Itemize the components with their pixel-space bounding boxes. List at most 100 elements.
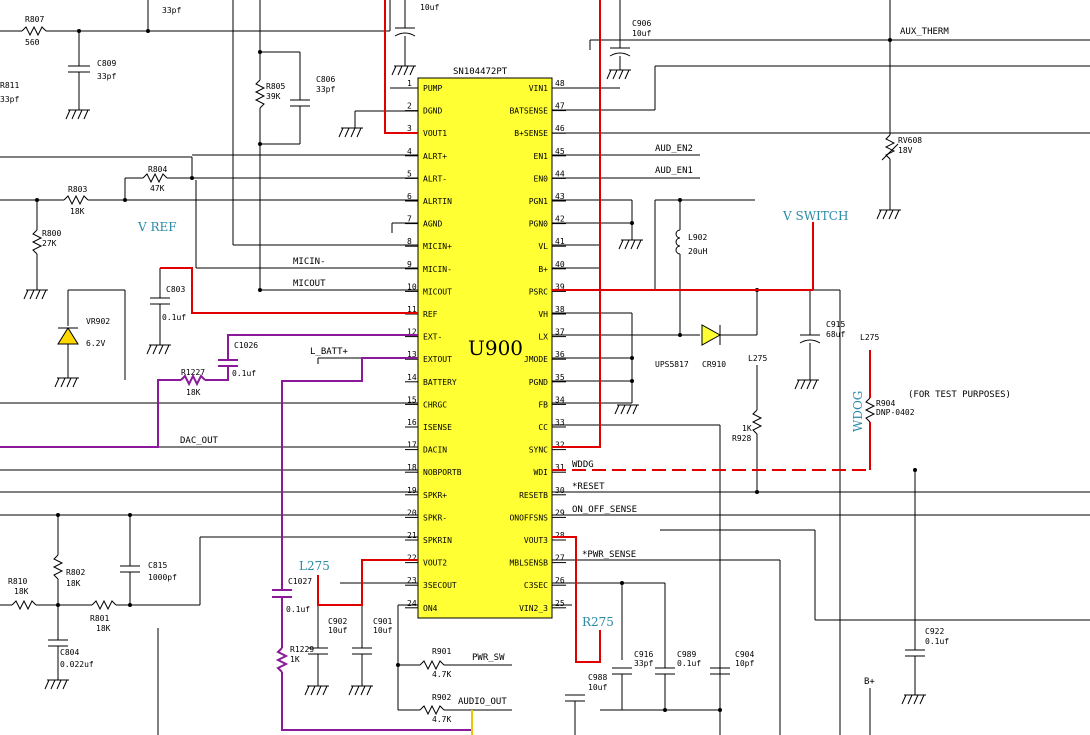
svg-text:RV608: RV608 [898, 136, 922, 145]
pin-name: SPKR- [423, 513, 447, 522]
pin-name: 3SECOUT [423, 581, 457, 590]
svg-text:4.7K: 4.7K [432, 715, 451, 724]
pin-name: BATTERY [423, 378, 457, 387]
svg-text:R807: R807 [25, 15, 44, 24]
svg-text:V REF: V REF [137, 220, 177, 234]
svg-text:PWR_SW: PWR_SW [472, 653, 505, 663]
svg-text:4.7K: 4.7K [432, 670, 451, 679]
svg-text:MICOUT: MICOUT [293, 279, 326, 289]
pin-name: VOUT1 [423, 129, 447, 138]
svg-text:WDDG: WDDG [572, 460, 594, 470]
pin-name: RESETB [519, 491, 548, 500]
svg-text:10uf: 10uf [328, 626, 347, 635]
pin-number: 14 [407, 373, 417, 382]
svg-text:AUDIO_OUT: AUDIO_OUT [458, 697, 507, 707]
pin-number: 38 [555, 305, 565, 314]
pin-name: MICIN- [423, 265, 452, 274]
pin-name: VIN2_3 [519, 604, 548, 613]
pin-number: 9 [407, 260, 412, 269]
svg-text:*PWR_SENSE: *PWR_SENSE [582, 550, 636, 560]
pin-name: NOBPORTB [423, 468, 462, 477]
pin-number: 13 [407, 350, 417, 359]
pin-name: B+ [538, 265, 548, 274]
pin-number: 27 [555, 554, 565, 563]
pin-name: PGN1 [529, 197, 548, 206]
svg-text:R811: R811 [0, 81, 19, 90]
red-traces [160, 0, 871, 663]
pin-name: DACIN [423, 446, 447, 455]
svg-text:R275: R275 [582, 615, 614, 629]
svg-text:C916: C916 [634, 650, 653, 659]
pin-name: B+SENSE [514, 129, 548, 138]
svg-text:R800: R800 [42, 229, 61, 238]
pin-number: 16 [407, 418, 417, 427]
svg-text:18V: 18V [898, 146, 913, 155]
svg-text:0.022uf: 0.022uf [60, 660, 94, 669]
pin-name: EN0 [534, 174, 549, 183]
svg-text:B+: B+ [864, 677, 875, 687]
pin-name: VL [538, 242, 548, 251]
pin-name: ISENSE [423, 423, 452, 432]
pin-number: 20 [407, 508, 417, 517]
pin-number: 46 [555, 124, 565, 133]
pin-name: PSRC [529, 287, 548, 296]
pin-name: PGND [529, 378, 548, 387]
pin-number: 43 [555, 192, 565, 201]
svg-text:L275: L275 [748, 354, 767, 363]
pin-name: EXT- [423, 333, 442, 342]
svg-text:AUD_EN1: AUD_EN1 [655, 166, 693, 176]
svg-text:10uf: 10uf [373, 626, 392, 635]
pin-number: 31 [555, 463, 565, 472]
ic-u900-body [417, 77, 553, 619]
svg-text:R801: R801 [90, 614, 109, 623]
svg-text:56Θ: 56Θ [25, 38, 40, 47]
svg-text:0.1uf: 0.1uf [162, 313, 186, 322]
pin-number: 23 [407, 576, 417, 585]
pin-name: CHRGC [423, 400, 447, 409]
pin-number: 15 [407, 395, 417, 404]
pin-name: SYNC [529, 446, 548, 455]
svg-text:C902: C902 [328, 617, 347, 626]
ic-reference: U900 [468, 336, 523, 360]
svg-text:0.1uf: 0.1uf [925, 637, 949, 646]
pin-name: ALRT- [423, 174, 447, 183]
svg-text:*RESET: *RESET [572, 482, 605, 492]
svg-text:33pf: 33pf [634, 659, 653, 668]
svg-text:33pf: 33pf [162, 6, 181, 15]
svg-text:L275: L275 [299, 559, 330, 573]
net-labels: AUX_THERM AUD_EN2 AUD_EN1 MICIN- MICOUT … [180, 27, 1011, 707]
pin-name: EN1 [534, 152, 549, 161]
svg-text:R904: R904 [876, 399, 895, 408]
pin-name: MICIN+ [423, 242, 452, 251]
svg-text:DNP-0402: DNP-0402 [876, 408, 915, 417]
pin-number: 39 [555, 282, 565, 291]
pin-number: 33 [555, 418, 565, 427]
svg-text:10uf: 10uf [588, 683, 607, 692]
svg-text:C804: C804 [60, 648, 79, 657]
ic-pin-left: 23 3SECOUT [405, 576, 457, 590]
svg-text:R810: R810 [8, 577, 27, 586]
pin-number: 48 [555, 79, 565, 88]
pin-number: 4 [407, 147, 412, 156]
pin-number: 3 [407, 124, 412, 133]
svg-text:C906: C906 [632, 19, 651, 28]
svg-text:C809: C809 [97, 59, 116, 68]
right-wiring [391, 0, 1090, 735]
pin-name: EXTOUT [423, 355, 452, 364]
svg-text:UPS5817: UPS5817 [655, 360, 689, 369]
